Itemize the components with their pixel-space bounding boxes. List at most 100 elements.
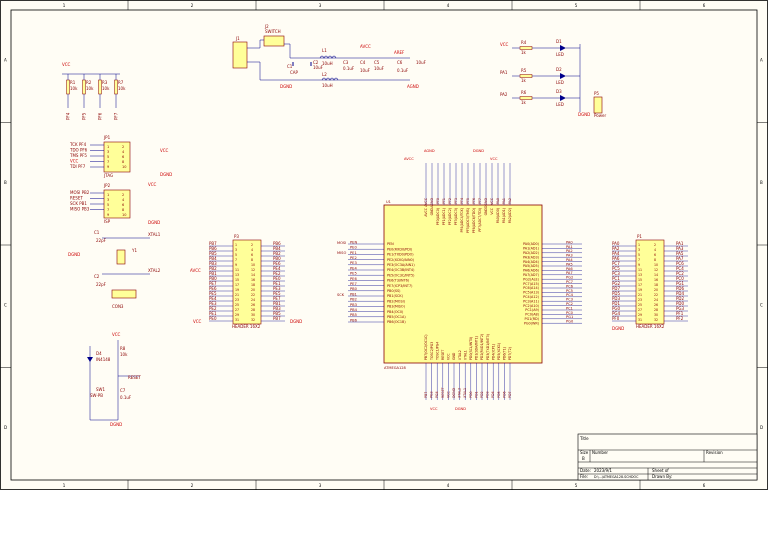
crystal-ref: Y1 xyxy=(131,248,137,253)
mcu-right-pin: PA3(AD3) xyxy=(523,255,540,259)
pullup-val: 10k xyxy=(102,86,110,91)
mcu-top-pin: PF6(ADC6/TDO) xyxy=(472,208,476,233)
pullup-vcc-label: VCC xyxy=(62,62,71,67)
crystal-con-name: CON3 xyxy=(112,304,124,309)
jtag-net-label: TCK PF4 xyxy=(69,142,87,147)
isp-pin-num: 4 xyxy=(122,198,125,202)
mcu-bottom-net: PD0 xyxy=(469,391,473,398)
col-label: 4 xyxy=(447,3,450,8)
mcu-bottom-net: PD3 xyxy=(486,391,490,398)
p1-right-net: PC4 xyxy=(676,266,684,271)
mcu-top-net: AVCC xyxy=(424,197,428,207)
mcu-right-net: PA7 xyxy=(566,271,573,275)
crystal-c1: C1 xyxy=(94,230,100,235)
mcu-bottom-net: VCC xyxy=(446,390,450,398)
mcu-bottom-net: PD7 xyxy=(508,391,512,398)
mcu-bottom-pin: PD4(ICP1) xyxy=(491,344,495,360)
p3-left-net: PB0 xyxy=(209,276,217,281)
led-gnd-label: DGND xyxy=(578,112,590,117)
p3-gnd: DGND xyxy=(290,319,302,324)
mcu-left-pin: PE1(TXD0/PDO) xyxy=(387,253,414,257)
p3-pin-num: 15 xyxy=(235,278,239,282)
led-res-ref: R6 xyxy=(521,90,527,95)
p3-left-net: PE7 xyxy=(209,281,217,286)
power-supply-section: J1 J2 SWITCH C1 CAP C2 10uF L1 10uH C3 0… xyxy=(232,24,427,89)
mcu-bottom-pin: PD0(SCL/INT0) xyxy=(469,337,473,360)
mcu-miso: MISO xyxy=(337,251,346,255)
p3-left-net: PE1 xyxy=(209,311,217,316)
row-label: B xyxy=(4,180,7,185)
col-label: 1 xyxy=(63,483,66,488)
reset-diode-name: IN4148 xyxy=(96,357,111,362)
mcu-left-pin: PE3(OC3A/AIN1) xyxy=(387,263,415,267)
mcu-top-net: PF0 xyxy=(436,198,440,204)
p3-pin-num: 5 xyxy=(235,253,237,257)
p1-right-net: PC2 xyxy=(676,271,684,276)
led-symbol xyxy=(560,95,566,101)
p1-right-net: PF1 xyxy=(676,311,684,316)
mcu-right-net: PC0 xyxy=(566,311,574,315)
reset-net: RESET xyxy=(128,375,141,380)
cap-c1: C1 CAP xyxy=(287,62,299,75)
p1-left-net: PD1 xyxy=(612,301,620,306)
p1-ref: P1 xyxy=(637,234,642,239)
mcu-top-pin: PA0(AD0) xyxy=(496,208,500,223)
mcu-right-pin: PA1(AD1) xyxy=(523,247,540,251)
mcu-left-net: PB3 xyxy=(350,303,357,307)
cap-c4: C4 10uF xyxy=(360,60,371,73)
gnd-rail xyxy=(247,61,410,81)
mcu-top-net: PF1 xyxy=(442,198,446,204)
mcu-top-pin: PF2(ADC2) xyxy=(448,208,452,225)
row-label: B xyxy=(760,180,763,185)
mcu-left-pin: PB0(SS) xyxy=(387,289,401,293)
mcu-left-pin: PB3(MISO) xyxy=(387,305,406,309)
p3-left-net: PE6 xyxy=(209,286,217,291)
led-res-val: 1k xyxy=(521,78,527,83)
crystal-gnd: DGND xyxy=(68,252,80,257)
led-res-ref: R5 xyxy=(521,68,527,73)
mcu-bottom-pin: VCC xyxy=(447,353,451,360)
mcu-right-pin: PC3(A11) xyxy=(523,299,540,303)
mcu-dgnd-bottom: DGND xyxy=(455,407,466,411)
mcu-bottom-net: PD6 xyxy=(502,391,506,398)
svg-text:C3: C3 xyxy=(343,60,349,65)
row-label: A xyxy=(4,57,7,62)
mcu-left-net: PB0 xyxy=(350,287,358,291)
isp-pin-num: 10 xyxy=(122,213,126,217)
p3-pin-num: 25 xyxy=(235,303,239,307)
led-net-label: PA1 xyxy=(500,70,508,75)
mcu-bottom-pin: TOSC2/PG3 xyxy=(430,342,434,361)
mcu-right-net: PA0 xyxy=(566,240,573,244)
mcu-left-net: PE2 xyxy=(350,256,357,260)
jtag-pin-num: 3 xyxy=(107,150,109,154)
mcu-left-pin: PB4(OC0) xyxy=(387,310,404,314)
p3-right-net: PE2 xyxy=(273,271,281,276)
mcu-ref: U1 xyxy=(386,200,391,204)
p1-pin-num: 6 xyxy=(654,253,656,257)
p1-pin-num: 27 xyxy=(638,308,642,312)
p1-right-net: PG1 xyxy=(676,281,685,286)
p3-right-net: PE5 xyxy=(273,291,281,296)
col-label: 6 xyxy=(703,3,706,8)
svg-text:10uH: 10uH xyxy=(322,61,333,66)
led-name: LED xyxy=(556,80,564,85)
led-ref: D3 xyxy=(556,89,562,94)
reset-sw: SW1 xyxy=(96,387,105,392)
mcu-mosi: MOSI xyxy=(337,241,346,245)
p1-pin-num: 14 xyxy=(654,273,658,277)
switch-name: SWITCH xyxy=(265,29,281,34)
reset-c-val: 0.1uF xyxy=(120,395,132,400)
p3-pin-num: 6 xyxy=(251,253,253,257)
jtag-connector xyxy=(103,141,131,173)
mcu-top-pin: GND xyxy=(484,207,488,215)
mcu-bottom-net: PB7 xyxy=(424,392,428,398)
mcu-bottom-pin: PD2(RXD1/INT2) xyxy=(480,334,484,360)
col-label: 1 xyxy=(63,3,66,8)
isp-net-label: RESET xyxy=(70,196,83,201)
row-label: D xyxy=(4,425,7,430)
p1-pin-num: 20 xyxy=(654,288,658,292)
mcu-top-pin: PF1(ADC1) xyxy=(442,208,446,225)
